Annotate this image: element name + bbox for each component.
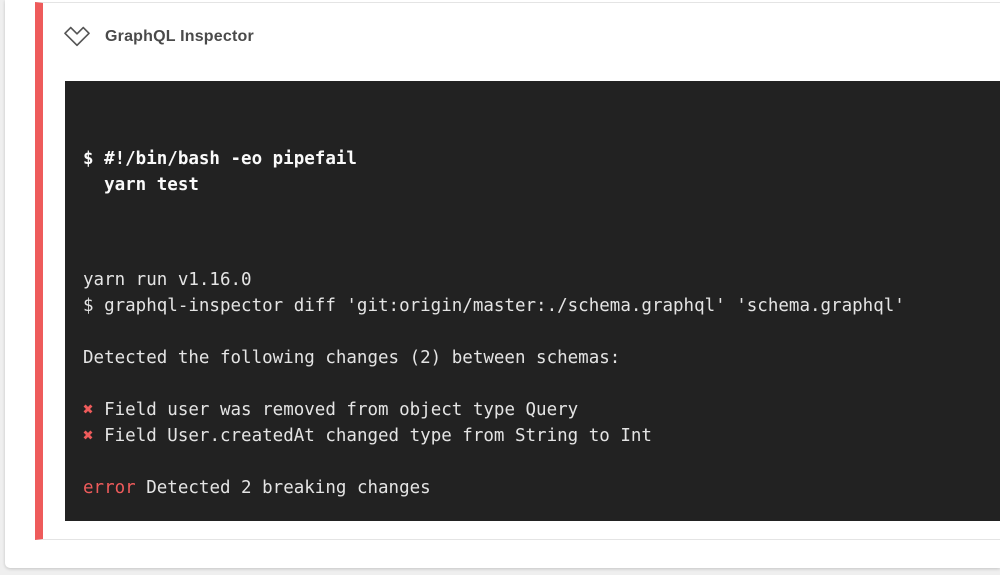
- terminal-line: yarn run v1.16.0: [83, 267, 982, 293]
- terminal-segment-plain: Field User.createdAt changed type from S…: [93, 426, 652, 446]
- terminal-command-block: $ #!/bin/bash -eo pipefail yarn test: [83, 146, 982, 198]
- terminal-segment-plain: Detected 2 breaking changes: [135, 478, 431, 498]
- terminal-segment-cross: ✖: [83, 426, 94, 446]
- chevron-double-down-icon: [62, 26, 92, 49]
- terminal-line: $ graphql-inspector diff 'git:origin/mas…: [83, 293, 982, 319]
- terminal-command-line: $ #!/bin/bash -eo pipefail: [83, 149, 357, 169]
- terminal-segment-plain: Detected the following changes (2) betwe…: [83, 348, 621, 368]
- terminal-line: [83, 501, 982, 521]
- terminal-output: $ #!/bin/bash -eo pipefail yarn test yar…: [65, 81, 1000, 521]
- step-header-toggle[interactable]: GraphQL Inspector: [62, 23, 254, 51]
- build-step-card: GraphQL Inspector $ #!/bin/bash -eo pipe…: [35, 2, 1000, 540]
- terminal-line: error Detected 2 breaking changes: [83, 475, 982, 501]
- terminal-segment-plain: Field user was removed from object type …: [93, 400, 579, 420]
- terminal-segment-cross: ✖: [83, 400, 94, 420]
- terminal-command-line: yarn test: [83, 175, 199, 195]
- terminal-line: [83, 371, 982, 397]
- terminal-segment-plain: yarn run v1.16.0: [83, 270, 252, 290]
- content-panel: GraphQL Inspector $ #!/bin/bash -eo pipe…: [5, 0, 1000, 568]
- terminal-log-block: yarn run v1.16.0 $ graphql-inspector diff…: [83, 267, 982, 521]
- terminal-line: [83, 319, 982, 345]
- terminal-line: Detected the following changes (2) betwe…: [83, 345, 982, 371]
- terminal-segment-error: error: [83, 478, 136, 498]
- step-title: GraphQL Inspector: [105, 28, 254, 45]
- terminal-line: [83, 449, 982, 475]
- terminal-segment-plain: $ graphql-inspector diff 'git:origin/mas…: [83, 296, 905, 316]
- terminal-line: ✖ Field user was removed from object typ…: [83, 397, 982, 423]
- terminal-line: ✖ Field User.createdAt changed type from…: [83, 423, 982, 449]
